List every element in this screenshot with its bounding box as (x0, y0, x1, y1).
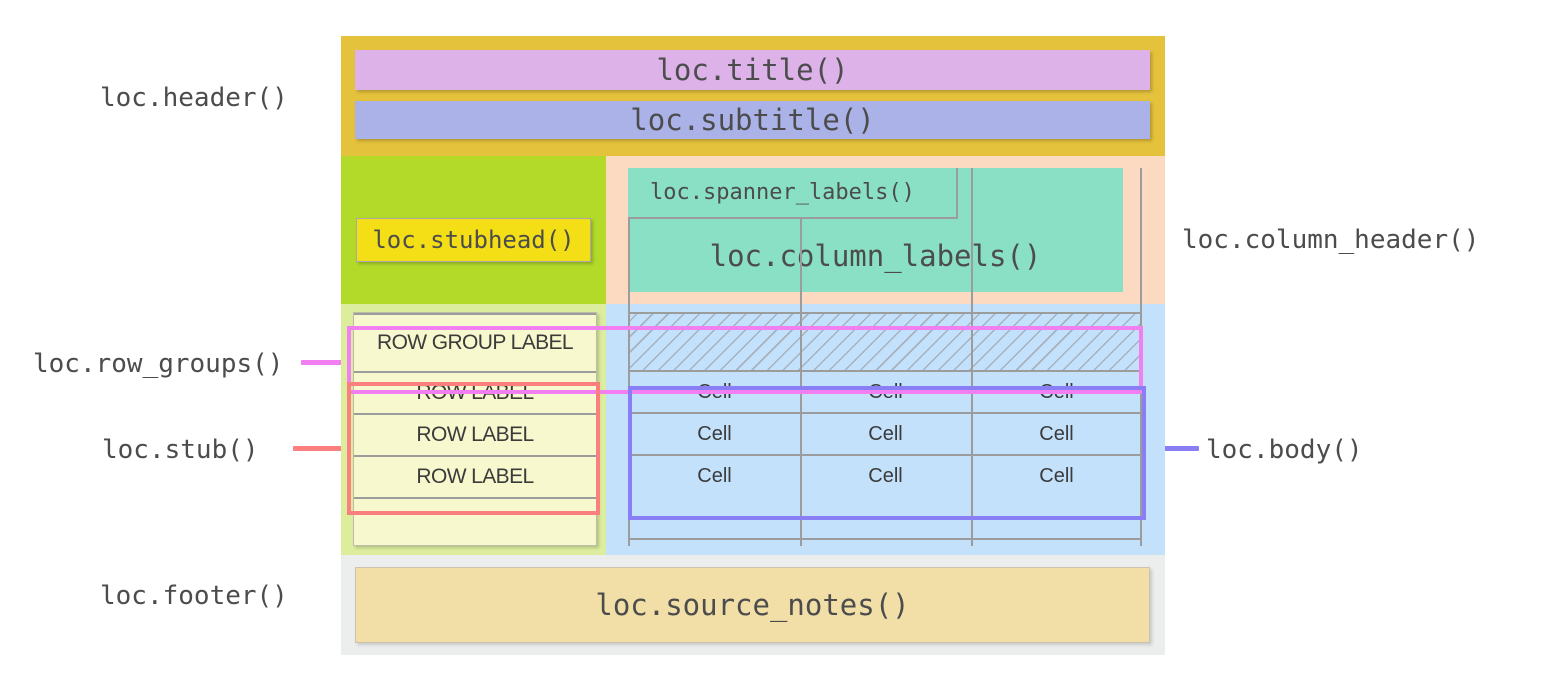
column-rule (1140, 168, 1142, 546)
stub-bottom-rule (354, 497, 596, 511)
column-rule (800, 219, 802, 546)
row-label: ROW LABEL (416, 381, 534, 404)
table-row[interactable]: Cell Cell Cell (629, 454, 1142, 496)
body-grid: Cell Cell Cell Cell Cell Cell Cell Cell … (629, 312, 1142, 546)
table-header-band: loc.title() loc.subtitle() (341, 36, 1165, 156)
footer-zone: loc.source_notes() (341, 555, 1165, 655)
source-notes-box[interactable]: loc.source_notes() (355, 567, 1150, 643)
column-rule (971, 168, 973, 546)
gt-table-schematic: loc.title() loc.subtitle() loc.stubhead(… (341, 36, 1165, 655)
row-label: ROW LABEL (416, 465, 534, 488)
cell-text: Cell (697, 380, 732, 403)
cell-text: Cell (697, 464, 732, 487)
cell-text: Cell (1039, 380, 1074, 403)
annotation-loc-stub: loc.stub() (102, 435, 259, 465)
spanner-labels-label: loc.spanner_labels() (650, 180, 915, 205)
body-cell[interactable]: Cell (800, 456, 971, 496)
annotation-loc-row-groups: loc.row_groups() (33, 349, 284, 379)
stubhead-label: loc.stubhead() (372, 226, 575, 254)
annotation-loc-column-header: loc.column_header() (1182, 225, 1480, 255)
source-notes-label: loc.source_notes() (595, 588, 910, 622)
leader-line-row-groups (301, 360, 349, 365)
row-label: ROW LABEL (416, 423, 534, 446)
stub-row-group[interactable]: ROW GROUP LABEL (354, 313, 596, 371)
subtitle-location-box[interactable]: loc.subtitle() (355, 101, 1150, 139)
annotation-loc-footer: loc.footer() (100, 581, 288, 611)
annotation-loc-body: loc.body() (1206, 435, 1363, 465)
table-row[interactable]: Cell Cell Cell (629, 370, 1142, 412)
cell-text: Cell (1039, 422, 1074, 445)
column-labels-label: loc.column_labels() (709, 238, 1042, 273)
body-cell[interactable]: Cell (971, 372, 1142, 412)
stubhead-location-box[interactable]: loc.stubhead() (356, 218, 591, 262)
cell-text: Cell (697, 422, 732, 445)
leader-line-body (1147, 446, 1199, 451)
spanner-empty-cell (958, 168, 1123, 219)
column-rule (628, 219, 630, 546)
column-header-zone: loc.spanner_labels() loc.column_labels() (606, 156, 1165, 304)
cell-text: Cell (868, 380, 903, 403)
body-cell[interactable]: Cell (629, 414, 800, 454)
annotation-loc-header: loc.header() (100, 83, 288, 113)
cell-text: Cell (1039, 464, 1074, 487)
row-group-band (629, 312, 1142, 370)
table-row[interactable]: Cell Cell Cell (629, 412, 1142, 454)
leader-line-stub (293, 446, 349, 451)
body-cell[interactable]: Cell (629, 456, 800, 496)
cell-text: Cell (868, 464, 903, 487)
body-cell[interactable]: Cell (629, 372, 800, 412)
body-cell[interactable]: Cell (971, 414, 1142, 454)
body-cell[interactable]: Cell (800, 372, 971, 412)
subtitle-label: loc.subtitle() (630, 103, 875, 137)
stub-row[interactable]: ROW LABEL (354, 413, 596, 455)
spanner-labels-box[interactable]: loc.spanner_labels() (628, 168, 958, 219)
stubhead-zone: loc.stubhead() (341, 156, 606, 304)
stub-row[interactable]: ROW LABEL (354, 455, 596, 497)
title-location-box[interactable]: loc.title() (355, 50, 1150, 90)
stub-cells-group: ROW GROUP LABEL ROW LABEL ROW LABEL ROW … (353, 312, 597, 546)
title-label: loc.title() (656, 53, 849, 87)
column-labels-box[interactable]: loc.column_labels() (628, 219, 1123, 292)
cell-text: Cell (868, 422, 903, 445)
row-group-label: ROW GROUP LABEL (377, 331, 574, 354)
stub-row[interactable]: ROW LABEL (354, 371, 596, 413)
body-bottom-rule (629, 538, 1142, 546)
body-cell[interactable]: Cell (971, 456, 1142, 496)
body-cell[interactable]: Cell (800, 414, 971, 454)
